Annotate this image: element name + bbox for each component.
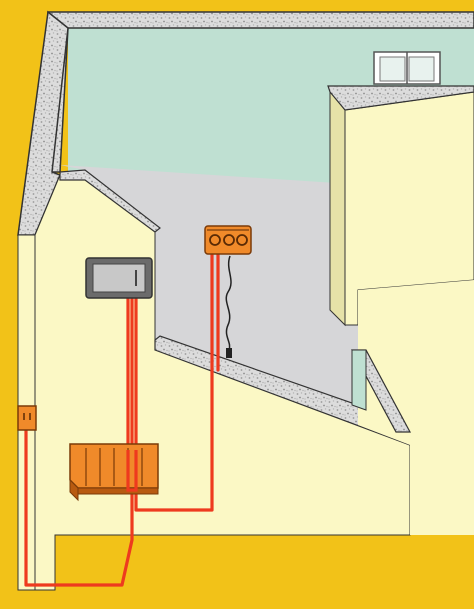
wire-over-heater — [126, 450, 138, 492]
stove-plug — [226, 348, 232, 358]
right-partition-lower — [358, 280, 474, 535]
wire-panel-stove — [134, 250, 214, 512]
stove-cord — [225, 255, 232, 351]
distribution-board-icon — [85, 257, 153, 299]
right-partition-top — [327, 85, 474, 111]
window-icon — [373, 51, 441, 85]
power-socket-icon — [17, 405, 37, 431]
diagonal-wall-top — [59, 169, 161, 233]
small-partition-face — [351, 349, 367, 411]
cooktop-icon — [204, 225, 252, 255]
right-partition-side — [329, 88, 346, 327]
radiator-icon — [69, 443, 159, 502]
